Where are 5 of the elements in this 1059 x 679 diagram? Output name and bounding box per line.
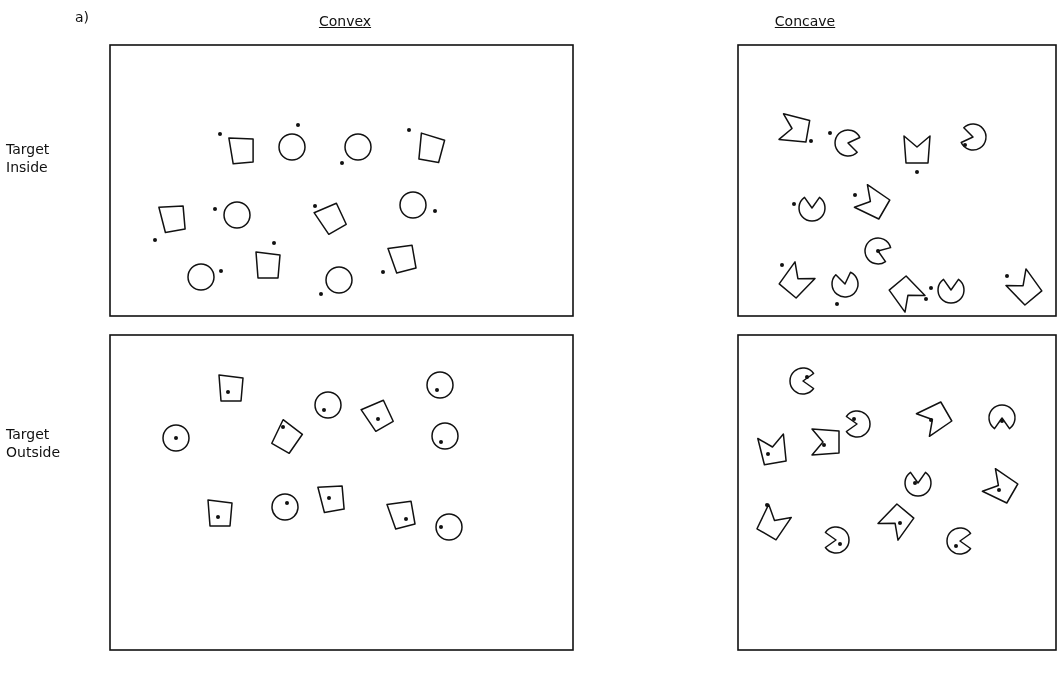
column-heading: Convex <box>317 12 373 30</box>
panel-label: a) <box>75 8 91 26</box>
column-heading: Concave <box>773 12 837 30</box>
row-heading: Target Inside <box>6 140 51 176</box>
row-heading: Target Outside <box>6 425 62 461</box>
